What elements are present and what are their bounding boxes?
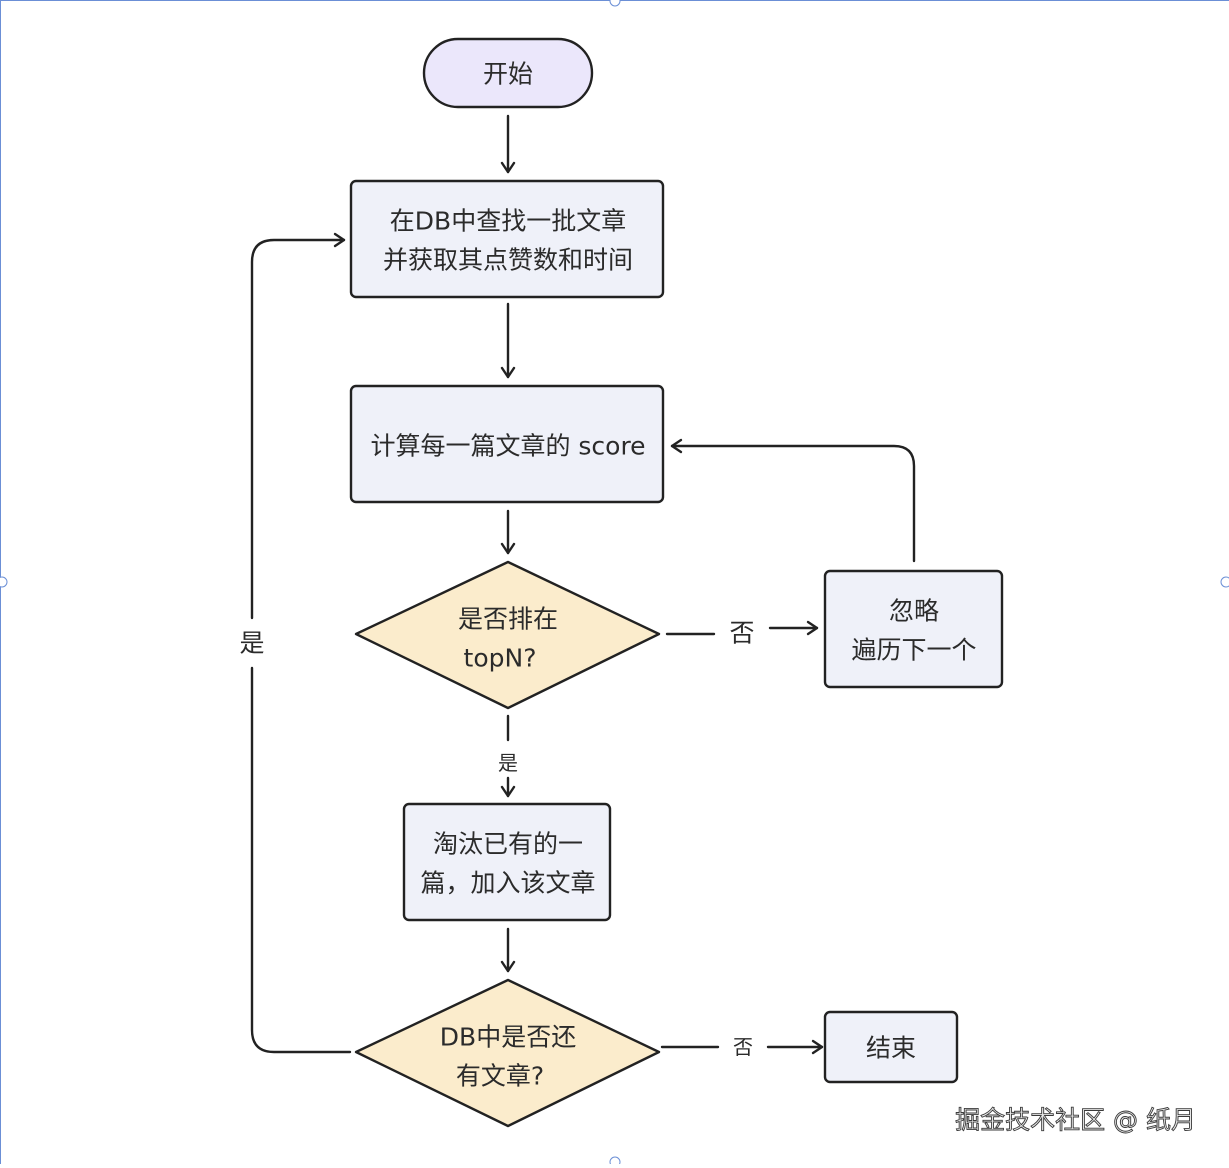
compute-score-label: 计算每一篇文章的 score [370,432,645,461]
edge-more-yes-lower [250,666,352,1054]
edge-ignore-to-score [670,438,916,563]
frame-handle-left[interactable] [0,576,8,588]
start-node-label: 开始 [483,60,533,89]
edge-label-more-no: 否 [733,1035,753,1059]
edge-label-topn-yes: 是 [498,751,518,775]
topn-decision-label-line2: topN? [464,644,537,673]
frame-handle-right[interactable] [1220,576,1229,588]
topn-decision-label-line1: 是否排在 [458,605,558,634]
topn-decision-node[interactable] [354,560,661,710]
more-articles-decision-node[interactable] [354,978,661,1128]
start-node[interactable] [422,37,594,109]
replace-article-label-line2: 篇，加入该文章 [420,869,595,898]
ignore-label-line1: 忽略 [889,597,939,626]
fetch-articles-label-line1: 在DB中查找一批文章 [390,207,626,236]
edge-label-more-yes: 是 [239,629,264,658]
frame-handle-top[interactable] [609,0,621,7]
more-articles-label-line1: DB中是否还 [440,1023,576,1052]
end-node-label: 结束 [866,1034,916,1063]
frame-handle-bottom[interactable] [609,1156,621,1168]
fetch-articles-node[interactable] [349,179,665,299]
compute-score-node[interactable] [349,384,665,504]
edge-more-yes-upper [250,232,346,620]
more-articles-label-line2: 有文章? [456,1062,544,1091]
ignore-label-line2: 遍历下一个 [851,636,976,665]
end-node[interactable] [823,1010,959,1084]
replace-article-node[interactable] [402,802,612,922]
replace-article-label-line1: 淘汰已有的一 [433,830,583,859]
ignore-node[interactable] [823,569,1004,689]
edge-label-topn-no: 否 [729,619,754,648]
watermark-text: 掘金技术社区 @ 纸月 [955,1106,1196,1135]
fetch-articles-label-line2: 并获取其点赞数和时间 [383,246,633,275]
